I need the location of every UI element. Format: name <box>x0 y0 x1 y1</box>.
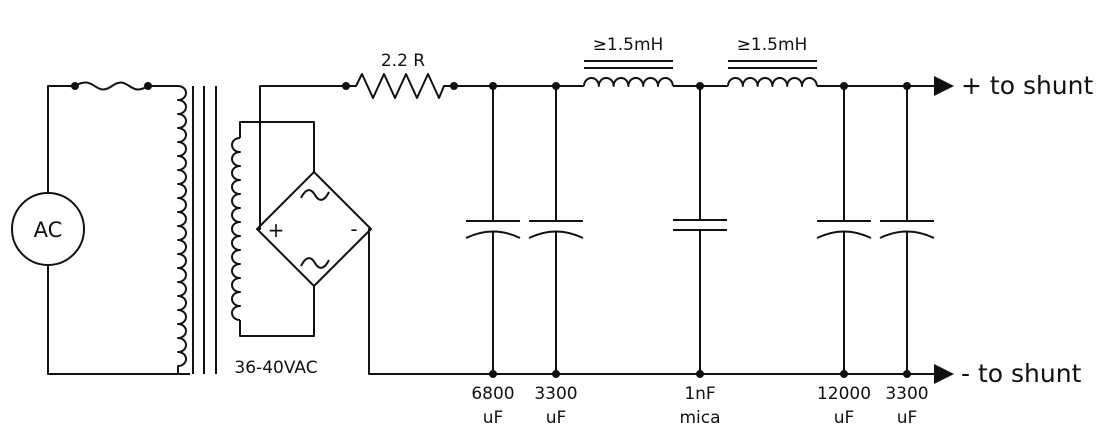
capacitor-1-junction-top <box>489 82 497 90</box>
positive-output-arrow <box>934 76 954 96</box>
bridge-rectifier: + - <box>256 171 372 287</box>
transformer: 36-40VAC <box>177 85 318 378</box>
capacitor-4-junction-top <box>840 82 848 90</box>
capacitor-3: 1nF mica <box>673 82 727 428</box>
inductor-2-coil <box>727 77 818 87</box>
negative-output-arrow <box>934 364 954 384</box>
capacitor-1-junction-bottom <box>489 370 497 378</box>
capacitor-4-unit: uF <box>834 408 855 428</box>
ac-source-label: AC <box>34 218 63 242</box>
capacitor-5-value: 3300 <box>885 384 928 404</box>
capacitor-3-junction-top <box>696 82 704 90</box>
secondary-top-wire <box>239 121 315 172</box>
capacitor-2-junction-top <box>552 82 560 90</box>
bridge-negative-wire <box>368 228 493 375</box>
capacitor-4-junction-bottom <box>840 370 848 378</box>
resistor-symbol <box>346 73 454 99</box>
ac-source: AC <box>11 192 85 266</box>
inductor-2: ≥1.5mH <box>727 35 818 87</box>
capacitor-5: 3300 uF <box>879 82 935 428</box>
bridge-minus-label: - <box>350 217 357 241</box>
capacitor-2: 3300 uF <box>528 82 584 428</box>
inductor-1: ≥1.5mH <box>583 35 674 87</box>
bridge-positive-wire <box>257 85 346 230</box>
fuse-terminal-left <box>71 82 79 90</box>
capacitor-1-unit: uF <box>483 408 504 428</box>
capacitor-4: 12000 uF <box>816 82 872 428</box>
resistor-terminal-left <box>342 82 350 90</box>
capacitor-2-junction-bottom <box>552 370 560 378</box>
resistor-label: 2.2 R <box>381 51 425 71</box>
capacitor-1-value: 6800 <box>471 384 514 404</box>
capacitor-3-junction-bottom <box>696 370 704 378</box>
capacitor-5-unit: uF <box>897 408 918 428</box>
capacitor-3-unit: mica <box>679 408 720 428</box>
inductor-1-label: ≥1.5mH <box>593 35 664 55</box>
capacitor-2-unit: uF <box>546 408 567 428</box>
negative-output-label: - to shunt <box>961 359 1082 388</box>
secondary-winding <box>231 137 241 321</box>
resistor: 2.2 R <box>342 51 458 99</box>
capacitor-2-value: 3300 <box>534 384 577 404</box>
bridge-ac-tilde-bottom <box>300 257 330 269</box>
capacitor-1: 6800 uF <box>465 82 521 428</box>
capacitor-3-value: 1nF <box>684 384 715 404</box>
capacitor-4-value: 12000 <box>817 384 871 404</box>
inductor-2-label: ≥1.5mH <box>737 35 808 55</box>
capacitor-5-junction-bottom <box>903 370 911 378</box>
bridge-plus-label: + <box>268 218 285 242</box>
bridge-diamond <box>256 171 372 287</box>
bridge-ac-tilde-top <box>300 189 330 201</box>
primary-winding <box>177 85 190 375</box>
positive-output-label: + to shunt <box>961 71 1093 100</box>
fuse <box>71 81 152 91</box>
capacitor-5-junction-top <box>903 82 911 90</box>
fuse-symbol <box>74 81 149 91</box>
primary-top-wire <box>47 85 75 193</box>
secondary-bottom-wire <box>239 286 315 337</box>
primary-bottom-wire <box>47 265 190 375</box>
transformer-voltage-label: 36-40VAC <box>234 358 317 378</box>
inductor-1-coil <box>583 77 674 87</box>
